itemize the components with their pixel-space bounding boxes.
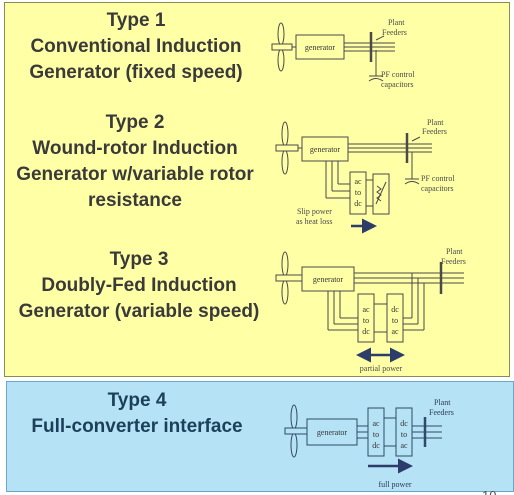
type3-conv2-label-2: to xyxy=(392,316,398,325)
type4-feeders-label-1: Plant xyxy=(434,398,451,407)
type1-generator-label: generator xyxy=(305,43,336,52)
type3-feeders-label-1: Plant xyxy=(446,247,463,256)
type2-feeders-label-1: Plant xyxy=(427,118,444,127)
type2-capacitor-label-2: capacitors xyxy=(421,184,453,193)
type3-conv1-label-2: to xyxy=(363,316,369,325)
type3-conv1-label-3: dc xyxy=(362,327,370,336)
type1-line-2: Generator (fixed speed) xyxy=(29,62,243,83)
type3-line-2: Generator (variable speed) xyxy=(18,301,260,322)
type1-line-1: Conventional Induction xyxy=(30,36,242,57)
type2-heading: Type 2 xyxy=(105,112,165,133)
type3-turbine-rotor-icon xyxy=(275,251,303,305)
turbine-types-1-3-panel xyxy=(4,2,510,377)
type4-conv1-label-2: to xyxy=(373,430,379,439)
type3-conv2-label-1: dc xyxy=(391,305,399,314)
type3-conv1-label-1: ac xyxy=(362,305,370,314)
type1-title: Type 1 Conventional Induction Generator … xyxy=(6,8,266,86)
type2-line-1: Wound-rotor Induction xyxy=(32,138,238,159)
type1-capacitor-label-1: PF control xyxy=(381,70,415,79)
type4-full-power-label: full power xyxy=(378,480,411,489)
type2-feeders-label-2: Feeders xyxy=(422,127,447,136)
type3-diagram xyxy=(275,251,464,343)
type4-diagram xyxy=(284,404,442,458)
type2-line-2: Generator w/variable rotor xyxy=(16,164,254,185)
type4-conv1-label-3: dc xyxy=(372,441,380,450)
type4-turbine-rotor-icon xyxy=(284,404,308,458)
type4-line-1: Full-converter interface xyxy=(31,416,243,437)
type3-ac-dc-converter-box xyxy=(357,293,375,343)
type2-generator-box xyxy=(301,136,349,162)
page-number: 10 xyxy=(482,488,496,495)
type2-capacitor-label-1: PF control xyxy=(421,174,455,183)
type1-turbine-rotor-icon xyxy=(271,22,293,72)
type2-slip-label-2: as heat loss xyxy=(296,217,332,226)
turbine-type-4-panel xyxy=(6,381,514,492)
type3-partial-power-label: partial power xyxy=(360,364,403,373)
type4-heading: Type 4 xyxy=(107,390,167,411)
type2-title: Type 2 Wound-rotor Induction Generator w… xyxy=(4,110,266,214)
type4-ac-dc-converter-box xyxy=(367,407,385,457)
type1-feeders-label-1: Plant xyxy=(388,18,405,27)
type4-conv1-label-1: ac xyxy=(372,419,380,428)
type4-generator-label: generator xyxy=(317,428,348,437)
type2-turbine-rotor-icon xyxy=(275,121,299,175)
type2-converter-label-1: ac xyxy=(354,177,362,186)
type3-generator-label: generator xyxy=(313,275,344,284)
type1-feeders-label-2: Feeders xyxy=(382,28,407,37)
type1-diagram xyxy=(271,22,395,82)
type1-capacitor-label-2: capacitors xyxy=(381,80,413,89)
type2-generator-label: generator xyxy=(310,145,341,154)
type3-generator-box xyxy=(301,266,355,292)
type3-line-1: Doubly-Fed Induction xyxy=(41,275,237,296)
type4-conv2-label-2: to xyxy=(401,430,407,439)
type2-line-3: resistance xyxy=(87,190,182,211)
type3-conv2-label-3: ac xyxy=(391,327,399,336)
type2-converter-label-2: to xyxy=(355,188,361,197)
type4-title: Type 4 Full-converter interface xyxy=(12,388,262,440)
type2-slip-label-1: Slip power xyxy=(297,207,332,216)
type3-title: Type 3 Doubly-Fed Induction Generator (v… xyxy=(4,247,274,325)
type2-ac-dc-converter-box xyxy=(349,171,367,215)
type4-conv2-label-1: dc xyxy=(400,419,408,428)
type2-diagram xyxy=(275,121,432,215)
type4-conv2-label-3: ac xyxy=(400,441,408,450)
type4-feeders-label-2: Feeders xyxy=(429,408,454,417)
type2-converter-label-3: dc xyxy=(354,199,362,208)
type3-heading: Type 3 xyxy=(109,249,169,270)
type1-heading: Type 1 xyxy=(106,10,166,31)
type3-feeders-label-2: Feeders xyxy=(441,257,466,266)
type1-generator-box xyxy=(295,34,345,60)
